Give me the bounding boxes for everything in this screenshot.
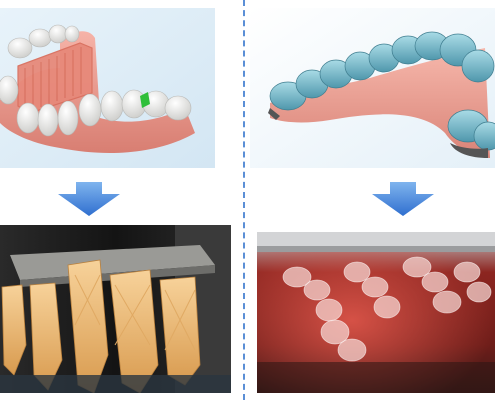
aligner-model-render [250,8,495,168]
arrow-down-icon [58,182,120,216]
aligner-model-icon [250,8,495,168]
panel-divider [243,0,245,400]
printed-models-photo [0,225,231,393]
printed-aligners-photo [257,232,495,393]
photo-icon [257,232,495,393]
arrow-down-icon [372,182,434,216]
dental-model-render [0,8,215,168]
photo-icon [0,225,231,393]
tooth-model-icon [0,8,215,168]
